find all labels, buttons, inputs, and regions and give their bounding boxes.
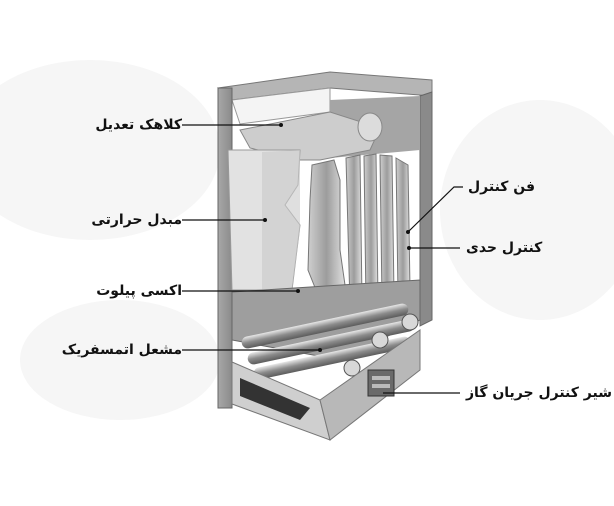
label-atmospheric-burner: مشعل اتمسفریک: [61, 342, 182, 358]
label-gas-valve: شیر کنترل جریان گاز: [466, 385, 612, 401]
heat-exchanger-drawing: [227, 149, 411, 306]
label-fan-control: فن کنترل: [468, 179, 536, 195]
label-draft-hood: کلاهک تعدیل: [95, 117, 182, 133]
leader-dots: [263, 123, 411, 352]
label-pilot-oxy: اکسی پیلوت: [96, 283, 182, 299]
label-limit-control: کنترل حدی: [466, 240, 543, 256]
background-shape: [20, 300, 220, 420]
background-shape: [0, 60, 220, 240]
leader-lines: [182, 124, 463, 394]
label-heat-exchanger: مبدل حرارتی: [91, 212, 182, 228]
background-shape: [440, 100, 614, 320]
burner-assembly-drawing: [231, 279, 421, 441]
leader-line-fan-control: [407, 186, 463, 233]
boiler-casing: [216, 71, 433, 409]
